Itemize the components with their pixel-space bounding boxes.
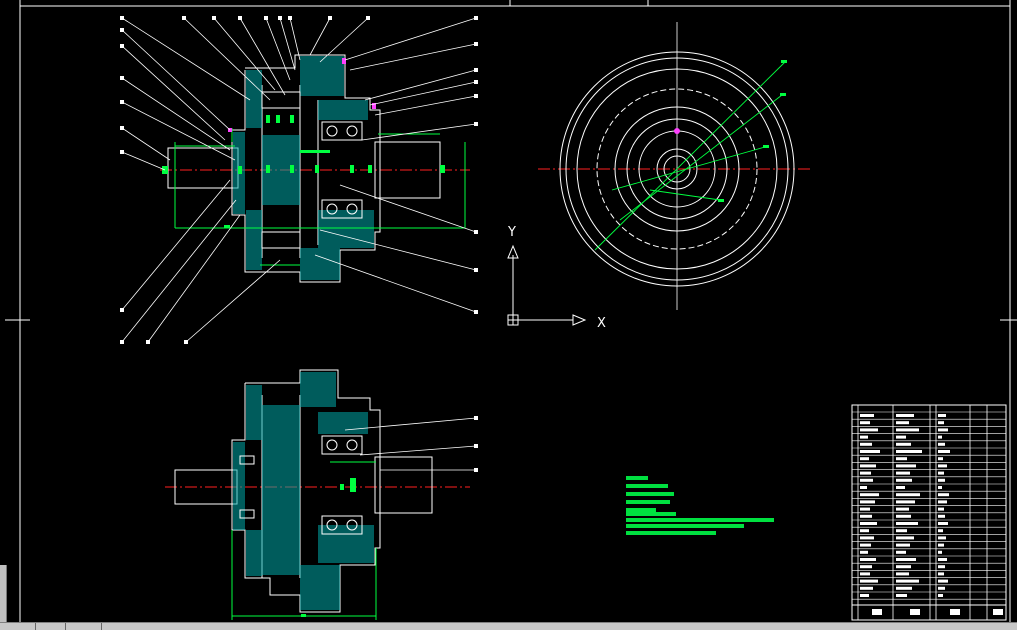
parts-list-cell-text (860, 594, 869, 597)
parts-list-cell-text (938, 536, 946, 540)
hatch-fill (233, 56, 374, 280)
model-tab[interactable] (0, 623, 36, 630)
parts-list-cell-text (860, 565, 872, 569)
parts-list-cell-text (938, 421, 944, 425)
parts-list-cell-text (938, 572, 944, 576)
parts-list-cell-text (860, 572, 870, 576)
vertical-scrollbar[interactable] (0, 565, 7, 622)
dimension-marks (162, 115, 445, 228)
parts-list-cell-text (860, 500, 875, 504)
parts-list-cell-text (938, 543, 944, 547)
parts-list-cell-text (938, 529, 943, 533)
parts-list-cell-text (938, 558, 947, 561)
leader-lines (121, 17, 477, 343)
parts-list-cell-text (938, 471, 944, 475)
parts-list-cell-text (860, 529, 869, 533)
parts-list-cell-text (896, 536, 914, 540)
parts-list-cell-text (938, 414, 946, 417)
parts-list-cell-text (860, 543, 871, 547)
parts-list-cell-text (896, 522, 918, 525)
section-view-lower (165, 369, 478, 620)
parts-list-cell-text (896, 478, 912, 482)
parts-list-cell-text (860, 486, 867, 489)
parts-list-cell-text (896, 594, 907, 597)
parts-list-cell-text (938, 464, 947, 468)
layout1-tab[interactable] (36, 623, 66, 630)
parts-list-cell-text (860, 464, 876, 468)
parts-list-cell-text (938, 550, 942, 554)
parts-list-cell-text (938, 500, 947, 504)
parts-list-cell-text (896, 457, 907, 461)
parts-list-cell-text (938, 586, 945, 590)
parts-list-cell-text (896, 435, 906, 439)
ucs-icon (507, 244, 587, 326)
parts-list-cell-text (896, 493, 920, 497)
parts-list-cell-text (896, 500, 915, 504)
parts-list-cell-text (860, 414, 874, 417)
parts-list-cell-text (938, 442, 945, 446)
parts-list-cell-text (860, 428, 878, 432)
title-block (851, 404, 1007, 621)
parts-list-cell-text (938, 565, 945, 569)
parts-list-cell-text (896, 550, 906, 554)
parts-list-cell-text (860, 493, 879, 497)
parts-list-cell-text (938, 428, 948, 432)
parts-list-cell-text (938, 457, 943, 461)
parts-list-cell-text (938, 486, 942, 489)
parts-list-cell-text (938, 478, 945, 482)
parts-list-cell-text (860, 478, 873, 482)
parts-list-cell-text (860, 435, 868, 439)
parts-list-cell-text (896, 579, 919, 583)
parts-list-cell-text (896, 565, 911, 569)
parts-list-cell-text (860, 558, 876, 561)
parts-list-cell-text (896, 514, 911, 518)
parts-list-cell-text (938, 514, 945, 518)
parts-list-cell-text (860, 586, 873, 590)
balloon-marks (120, 16, 478, 344)
parts-list-cell-text (860, 421, 870, 425)
ucs-y-label: Y (507, 225, 516, 240)
parts-list-cell-text (938, 594, 943, 597)
parts-list-cell-text (896, 464, 916, 468)
parts-list-cell-text (860, 450, 880, 453)
parts-list-cell-text (896, 486, 905, 489)
parts-list-cell-text (896, 414, 914, 417)
parts-list-cell-text (938, 435, 942, 439)
drawing-frame (5, 0, 1017, 622)
parts-list-cell-text (938, 522, 948, 525)
parts-list-cell-text (896, 543, 910, 547)
parts-list-cell-text (860, 579, 878, 583)
parts-list-cell-text (860, 514, 872, 518)
parts-list-cell-text (896, 450, 922, 453)
parts-list-cell-text (896, 428, 919, 432)
layout2-tab[interactable] (66, 623, 102, 630)
parts-list-cell-text (938, 493, 949, 497)
parts-list-cell-text (938, 450, 950, 453)
parts-list-cell-text (860, 536, 874, 540)
parts-list-cell-text (896, 471, 910, 475)
parts-list-cell-text (896, 421, 909, 425)
parts-list-cell-text (896, 529, 907, 533)
section-view-main (120, 16, 478, 344)
parts-list-cell-text (896, 586, 912, 590)
parts-list-cell-text (860, 522, 877, 525)
ucs-x-label: X (597, 316, 606, 331)
parts-list-cell-text (896, 507, 909, 511)
technical-notes (626, 476, 774, 535)
parts-list-cell-text (938, 579, 948, 583)
parts-list-cell-text (860, 471, 871, 475)
end-view-circular (538, 22, 812, 310)
parts-list-cell-text (860, 442, 872, 446)
layout-tab-bar (0, 622, 1017, 630)
parts-list-cell-text (860, 550, 868, 554)
parts-list-cell-text (860, 457, 869, 461)
parts-list-cell-text (860, 507, 870, 511)
dimension-lines (174, 128, 466, 266)
parts-list-cell-text (896, 558, 916, 561)
parts-list-cell-text (938, 507, 944, 511)
parts-list-cell-text (896, 442, 911, 446)
bearings (261, 91, 363, 249)
parts-list-cell-text (896, 572, 909, 576)
